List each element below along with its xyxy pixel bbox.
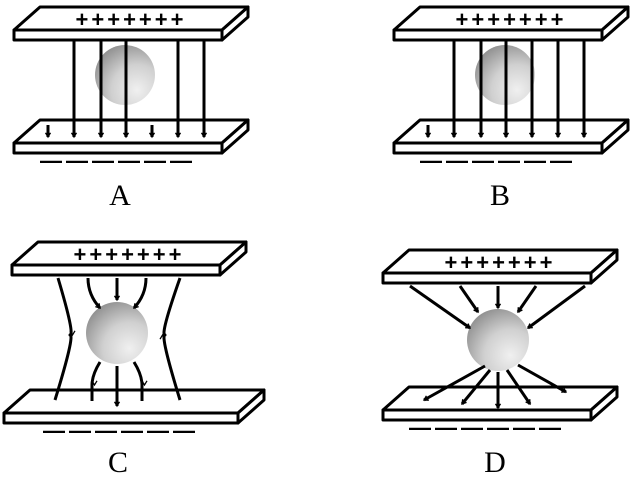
field-line-arrow [132, 361, 148, 401]
plate-side-face [218, 240, 248, 277]
field-line-arrow [53, 277, 76, 401]
field-line-arrow [86, 277, 102, 310]
panel-label-d: D [484, 446, 506, 479]
panel-label-c: C [108, 446, 128, 479]
negative-charge-signs: —————— [40, 148, 196, 173]
negative-plate: —————— [2, 388, 266, 443]
panel-label-a: A [109, 179, 131, 212]
plate-side-face [589, 385, 619, 422]
negative-plate: —————— [12, 118, 250, 173]
positive-plate: +++++++ [381, 248, 619, 285]
field-line-arrow [458, 285, 480, 314]
field-line-arrow [422, 364, 486, 402]
field-line-arrow [132, 277, 148, 310]
negative-charge-signs: —————— [43, 418, 199, 443]
field-line-arrow [505, 369, 532, 406]
plate-side-face [600, 118, 630, 155]
negative-plate: —————— [381, 385, 619, 440]
field-line-arrow [162, 277, 182, 401]
plate-top-face [381, 385, 619, 412]
positive-plate: +++++++ [12, 5, 250, 42]
field-line-arrow [516, 285, 538, 314]
panel-b: +++++++ —————— B [392, 5, 630, 212]
positive-plate: +++++++ [392, 5, 630, 42]
negative-charge-signs: —————— [420, 148, 576, 173]
plate-side-face [236, 388, 266, 425]
negative-charge-signs: —————— [409, 415, 565, 440]
field-line-arrow [90, 361, 102, 401]
panel-a: +++++++ —————— A [12, 5, 250, 212]
field-line-arrow [460, 369, 492, 406]
field-line-arrow [517, 363, 568, 394]
field-line-arrow [526, 284, 586, 330]
field-line-arrow [409, 284, 472, 330]
plate-side-face [220, 118, 250, 155]
positive-charge-signs: +++++++ [456, 7, 567, 32]
positive-plate: +++++++ [10, 240, 248, 277]
conductor-sphere [86, 302, 148, 364]
plate-top-face [2, 388, 266, 415]
plate-side-face [600, 5, 630, 42]
panel-label-b: B [490, 179, 510, 212]
conductor-sphere [467, 309, 529, 371]
positive-charge-signs: +++++++ [74, 242, 185, 267]
plate-side-face [589, 248, 619, 285]
plate-side-face [220, 5, 250, 42]
panel-d: +++++++ —————— D [381, 248, 619, 479]
positive-charge-signs: +++++++ [445, 250, 556, 275]
positive-charge-signs: +++++++ [76, 7, 187, 32]
panel-c: +++++++ —————— C [2, 240, 266, 479]
